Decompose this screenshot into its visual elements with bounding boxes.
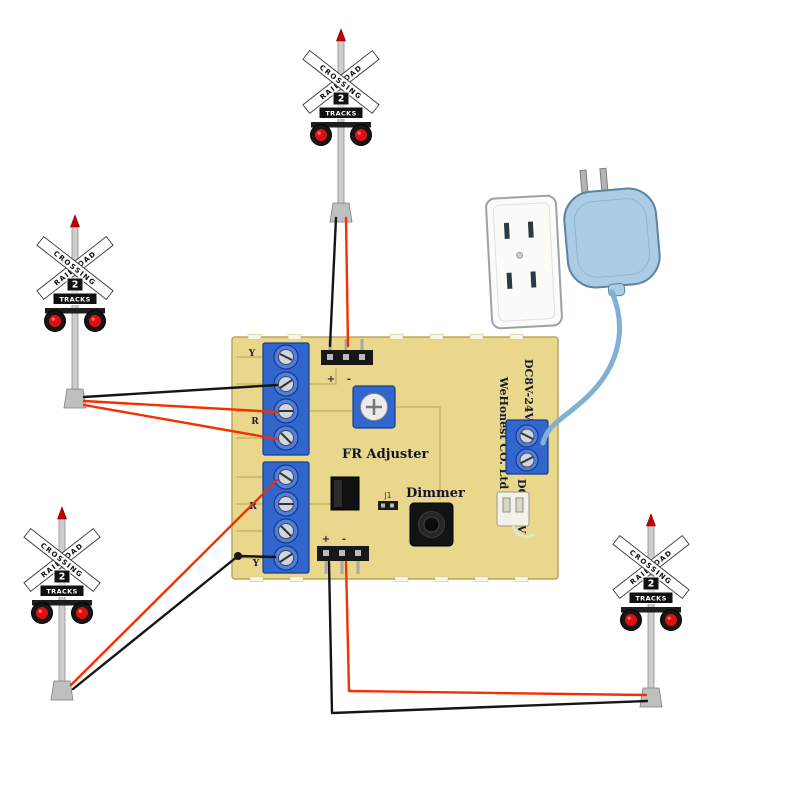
screw-terminal [273, 491, 299, 517]
screw-terminal [273, 344, 299, 370]
power-cable [540, 289, 622, 446]
power-adapter [563, 167, 661, 297]
adapter-body [563, 187, 661, 289]
j1-label: J1 [384, 491, 392, 500]
crossing-signal-right-lower [612, 513, 690, 708]
wire-left-upper-red1 [82, 399, 279, 414]
terminal-label-r1: R [251, 417, 259, 427]
screw-terminal [273, 518, 299, 544]
bottom-header-minus: - [342, 534, 346, 545]
output-terminal-block-lower [262, 461, 310, 574]
board-edge-tabs [247, 334, 529, 582]
bottom-header-plus: + [322, 534, 330, 545]
wall-outlet [485, 194, 563, 330]
dimmer-label: Dimmer [406, 486, 465, 501]
dc-input-terminal-block [505, 419, 549, 475]
jst-connector [496, 491, 536, 539]
terminal-label-r2: R [249, 502, 257, 512]
wire-top-black [328, 216, 338, 348]
dimmer-button [409, 502, 454, 547]
screw-terminal [273, 464, 299, 490]
crossing-signal-left-upper [36, 214, 114, 409]
wire-left-upper-black [82, 383, 279, 399]
top-header-minus: - [347, 374, 351, 385]
wire-junction-dot [234, 552, 242, 560]
dc-input-label: DC8V-24V [522, 359, 535, 422]
controller-board: Y R R Y + - FR Adjuster [231, 334, 559, 582]
wire-left-lower-red [69, 478, 279, 687]
outlet-socket-lower [506, 271, 537, 289]
signal-wires [69, 216, 649, 715]
outlet-screw [516, 251, 524, 259]
top-header-plus: + [327, 374, 335, 385]
wire-top-red [344, 216, 350, 348]
wire-left-upper-red2 [82, 403, 279, 441]
fr-adjuster-label: FR Adjuster [342, 447, 428, 462]
j1-header [378, 501, 398, 510]
output-terminal-block-upper [262, 342, 310, 456]
jumper-block [330, 476, 360, 511]
wire-right-lower-red [344, 560, 648, 697]
crossing-signal-top [302, 28, 380, 223]
wire-right-lower-black [327, 560, 649, 715]
fr-adjuster-pot [352, 385, 396, 429]
terminal-label-y1: Y [248, 349, 256, 359]
outlet-socket-upper [503, 221, 534, 239]
screw-terminal [273, 425, 299, 451]
screw-terminal [273, 545, 299, 571]
crossing-signal-left-lower [23, 506, 101, 701]
rear-signal-header: + - [317, 534, 369, 574]
terminal-label-y2: Y [252, 559, 260, 569]
